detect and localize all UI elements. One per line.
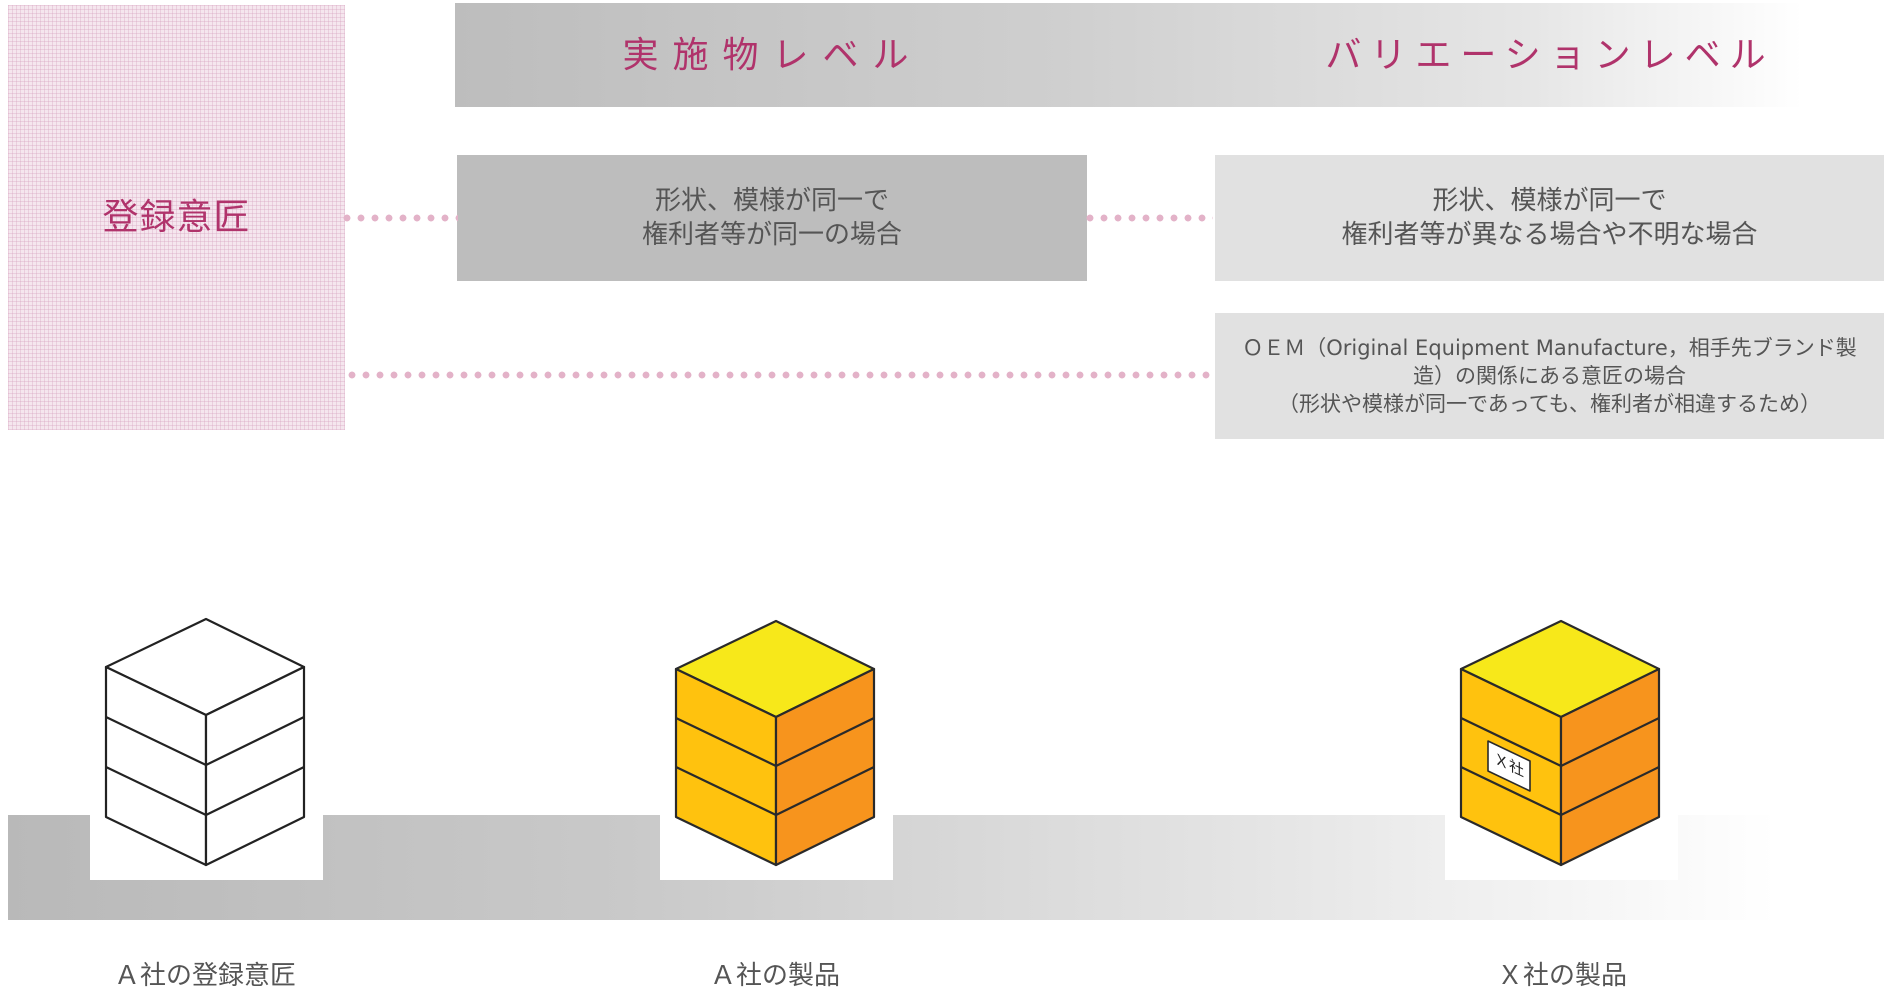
registered-design-cube-icon (104, 617, 306, 867)
registered-design-panel (8, 5, 345, 430)
company-x-label-plate (1487, 740, 1531, 792)
condition-oem-line1: ＯＥＭ（Original Equipment Manufacture，相手先ブラ… (1242, 336, 1857, 360)
implementation-level-heading: 実施物レベル (622, 35, 923, 76)
connector-dots-registered-to-same-owner (340, 213, 458, 223)
level-header-band (455, 3, 1803, 107)
company-a-product-cube-holder (660, 600, 893, 880)
registered-design-caption: Ａ社の登録意匠 (113, 961, 296, 991)
condition-different-owner-box: 形状、模様が同一で 権利者等が異なる場合や不明な場合 (1215, 155, 1884, 281)
company-x-product-cube-holder: Ｘ社 (1445, 600, 1678, 880)
condition-same-owner-box: 形状、模様が同一で 権利者等が同一の場合 (457, 155, 1087, 281)
cube-right-face (774, 667, 876, 867)
company-a-product-cube-icon (674, 619, 876, 867)
condition-oem-line2: 造）の関係にある意匠の場合 (1413, 364, 1686, 388)
variation-level-heading: バリエーションレベル (1325, 35, 1775, 76)
company-a-product-caption: Ａ社の製品 (709, 961, 840, 991)
registered-design-label: 登録意匠 (102, 197, 251, 238)
registered-design-cube-holder (90, 600, 323, 880)
connector-dots-same-to-different-owner (1083, 213, 1213, 223)
condition-different-owner-line1: 形状、模様が同一で (1432, 186, 1667, 216)
condition-same-owner-line2: 権利者等が同一の場合 (641, 220, 902, 250)
connector-dots-registered-to-oem (345, 370, 1213, 380)
condition-oem-line3: （形状や模様が同一であっても、権利者が相違するため） (1277, 392, 1822, 416)
company-x-product-caption: Ｘ社の製品 (1496, 961, 1627, 991)
condition-different-owner-line2: 権利者等が異なる場合や不明な場合 (1341, 220, 1758, 250)
company-x-product-cube-icon: Ｘ社 (1459, 619, 1661, 867)
condition-oem-box: ＯＥＭ（Original Equipment Manufacture，相手先ブラ… (1215, 313, 1884, 439)
condition-same-owner-line1: 形状、模様が同一で (654, 186, 889, 216)
